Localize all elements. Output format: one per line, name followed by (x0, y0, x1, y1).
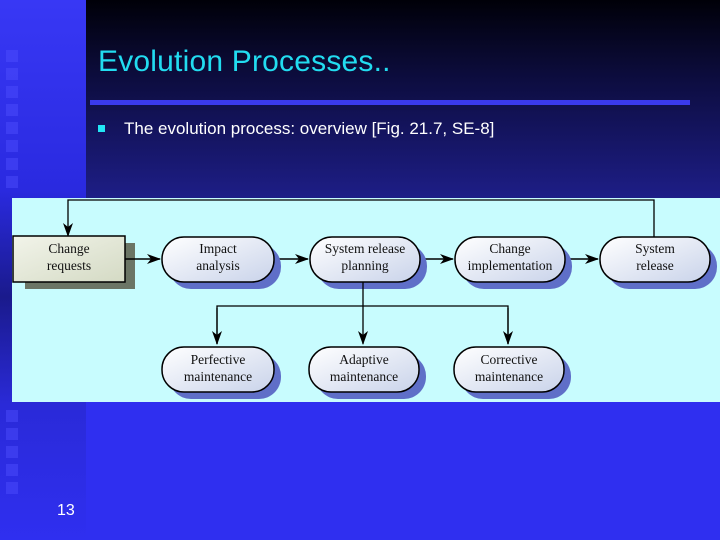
svg-text:Change: Change (489, 241, 530, 256)
decor-square (6, 68, 18, 80)
svg-text:Adaptive: Adaptive (339, 352, 389, 367)
svg-text:requests: requests (47, 258, 91, 273)
node-change-implementation: Change implementation (454, 236, 572, 289)
svg-text:maintenance: maintenance (475, 369, 543, 384)
bullet-text: The evolution process: overview [Fig. 21… (124, 119, 495, 138)
decor-square (6, 140, 18, 152)
svg-text:Perfective: Perfective (191, 352, 246, 367)
node-impact-analysis: Impact analysis (161, 236, 281, 289)
decor-square (6, 50, 18, 62)
decor-square (6, 104, 18, 116)
decor-square (6, 482, 18, 494)
decor-square (6, 176, 18, 188)
node-adaptive-maintenance: Adaptive maintenance (308, 346, 426, 399)
svg-text:System: System (635, 241, 675, 256)
decor-square (6, 464, 18, 476)
node-change-requests: Change requests (12, 235, 135, 289)
svg-text:maintenance: maintenance (184, 369, 252, 384)
svg-text:Corrective: Corrective (481, 352, 538, 367)
decor-square (6, 122, 18, 134)
svg-text:maintenance: maintenance (330, 369, 398, 384)
title-underline (90, 100, 690, 105)
svg-text:planning: planning (341, 258, 388, 273)
decor-square (6, 158, 18, 170)
decor-square (6, 410, 18, 422)
bullet-square-icon (98, 125, 105, 132)
svg-text:Impact: Impact (199, 241, 237, 256)
node-system-release: System release (599, 236, 717, 289)
edges-planning-to-maintenance (212, 282, 513, 345)
edge-system-release-to-change-requests (63, 199, 655, 238)
decor-square (6, 86, 18, 98)
svg-text:implementation: implementation (468, 258, 553, 273)
svg-text:Change: Change (48, 241, 89, 256)
svg-text:release: release (636, 258, 673, 273)
page-number: 13 (57, 502, 75, 519)
evolution-process-diagram: Change requests Impact analysis System r… (12, 198, 720, 402)
decor-square (6, 428, 18, 440)
node-corrective-maintenance: Corrective maintenance (453, 346, 571, 399)
svg-text:analysis: analysis (196, 258, 240, 273)
decor-square (6, 446, 18, 458)
node-perfective-maintenance: Perfective maintenance (161, 346, 281, 399)
svg-text:System release: System release (325, 241, 406, 256)
slide-title: Evolution Processes.. (98, 45, 391, 78)
node-system-release-planning: System release planning (309, 236, 427, 289)
